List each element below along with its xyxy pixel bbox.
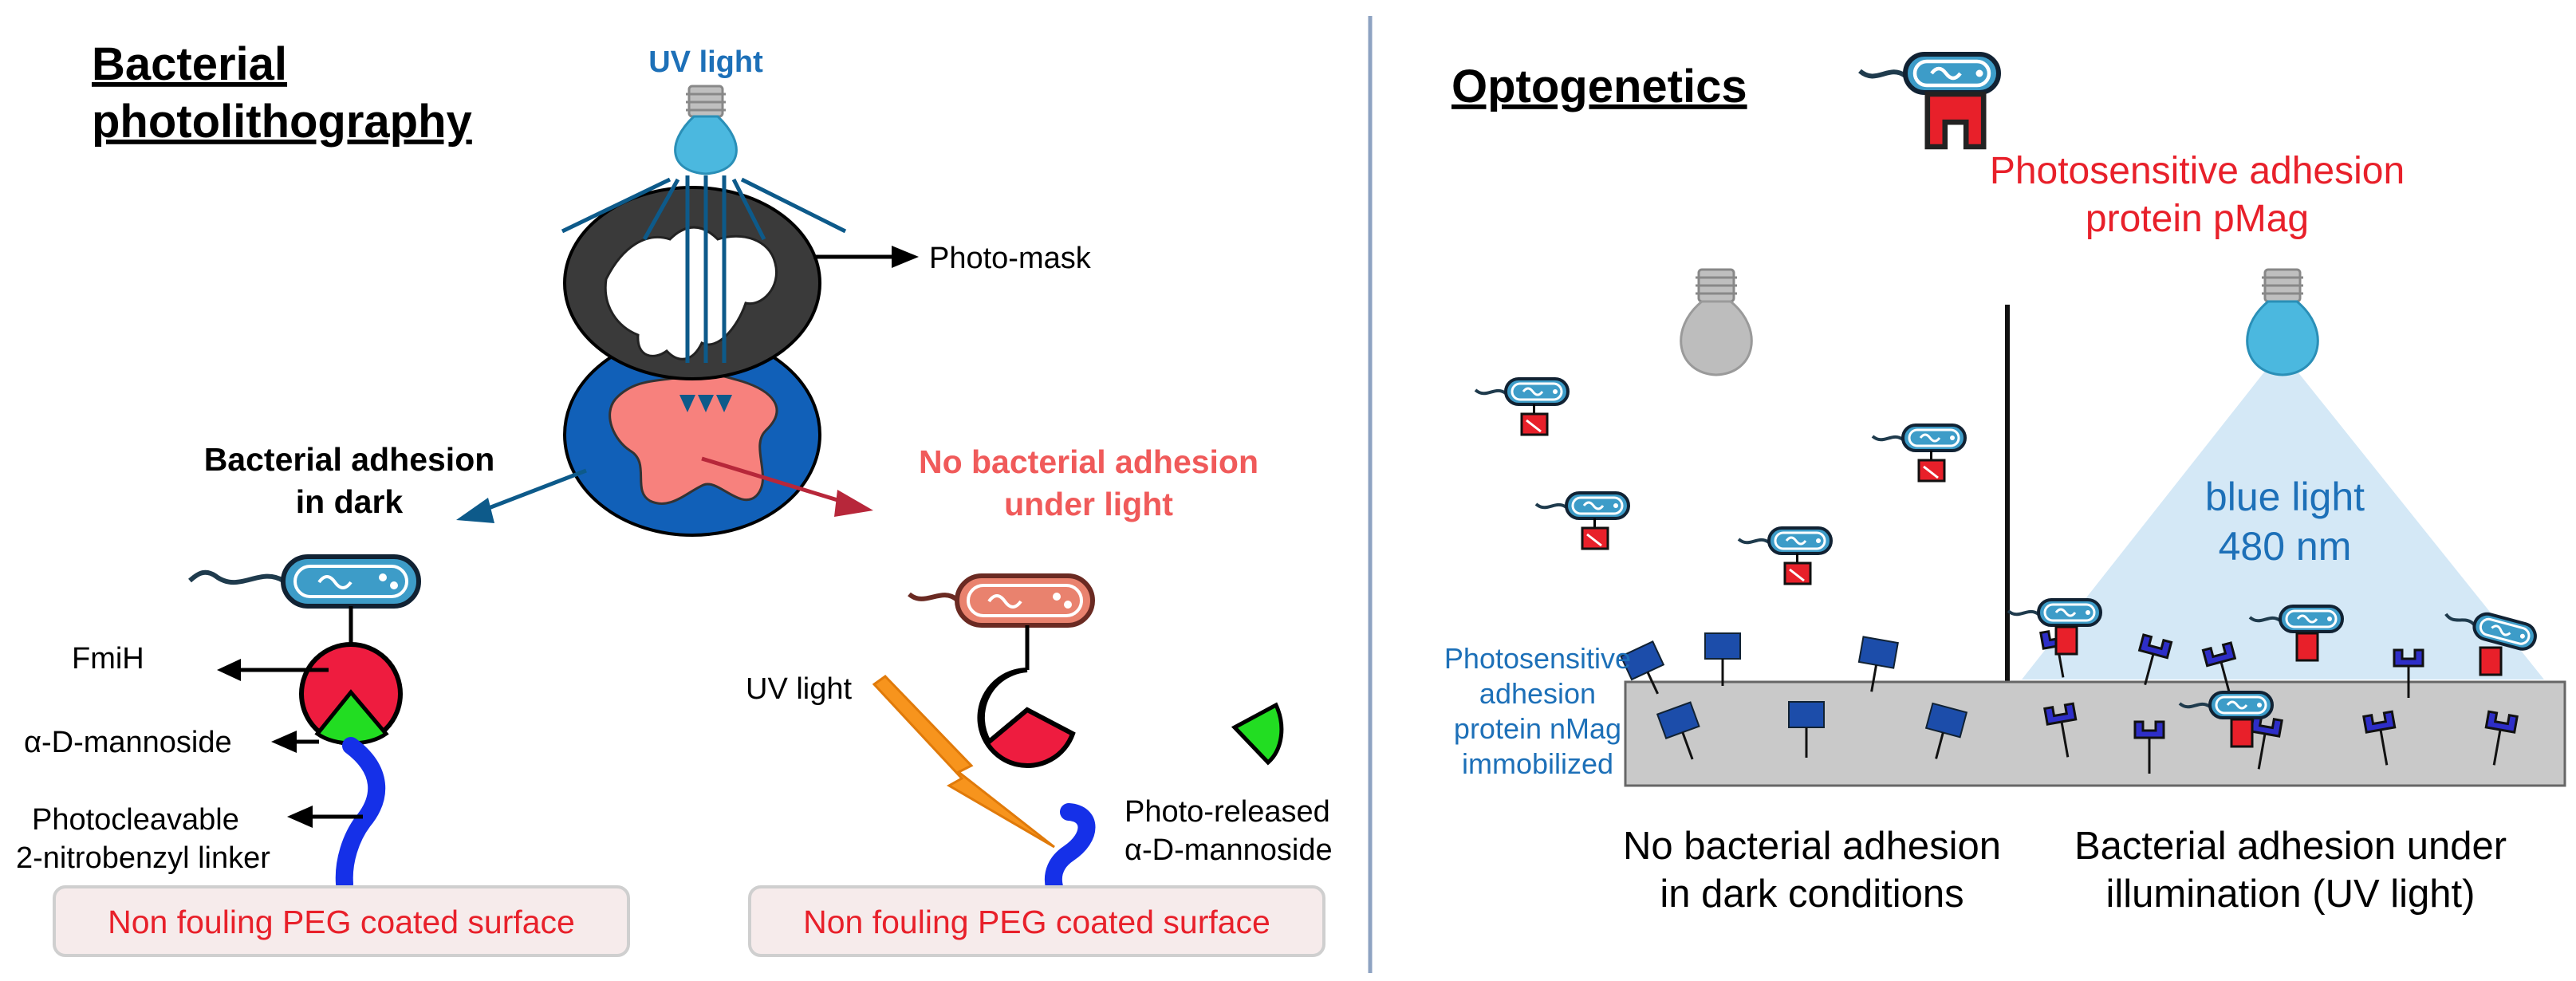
- dark-caption-line2: in dark conditions: [1660, 873, 1964, 916]
- nmag-line3: protein nMag: [1454, 712, 1621, 745]
- released-line2: α-D-mannoside: [1125, 833, 1333, 867]
- right-title: Optogenetics: [1451, 61, 1747, 112]
- released-line1: Photo-released: [1125, 795, 1330, 829]
- left-panel: Bacterial photolithography UV light: [16, 38, 1333, 957]
- dark-caption-line1: No bacterial adhesion: [1623, 825, 2001, 868]
- nmag-surface: [1624, 680, 2566, 787]
- blue-bulb-icon: [2246, 268, 2319, 376]
- light-caption-line2: illumination (UV light): [2106, 873, 2476, 916]
- pmag-line2: protein pMag: [2086, 198, 2309, 240]
- blue-light-line1: blue light: [2205, 475, 2365, 519]
- legend-pmag-icon: [1928, 94, 1983, 147]
- cleaved-linker: [1045, 803, 1096, 896]
- grey-bulb-icon: [1680, 268, 1753, 376]
- no-adhesion-line2: under light: [1004, 486, 1173, 522]
- blue-light-cone: [2022, 351, 2544, 680]
- left-title-line1: Bacterial: [92, 38, 287, 90]
- right-panel: Optogenetics Photosensitive adhesion pro…: [1444, 54, 2566, 916]
- floating-bacterium-4: [1871, 424, 1967, 483]
- fmih-label: FmiH: [72, 642, 144, 676]
- pmag-line1: Photosensitive adhesion: [1990, 150, 2405, 192]
- surface-label-right: Non fouling PEG coated surface: [803, 904, 1270, 940]
- fmih-empty-receptor: [977, 668, 1076, 768]
- nmag-line1: Photosensitive: [1444, 642, 1631, 675]
- photomask-diagram: [561, 175, 847, 537]
- adhesion-dark-line1: Bacterial adhesion: [204, 441, 495, 478]
- nmag-flag: [1619, 632, 1968, 760]
- bacterium-light: [908, 573, 1095, 670]
- floating-bacterium-3: [1737, 526, 1833, 585]
- surface-label-left: Non fouling PEG coated surface: [108, 904, 575, 940]
- left-title-line2: photolithography: [92, 96, 472, 148]
- mannoside-label: α-D-mannoside: [24, 726, 232, 759]
- adhesion-dark-line2: in dark: [296, 483, 404, 520]
- nmag-line2: adhesion: [1479, 677, 1596, 710]
- uv-bulb-icon: [674, 85, 738, 175]
- nmag-line4: immobilized: [1462, 747, 1613, 780]
- legend-bacterium: [1860, 54, 1999, 93]
- floating-bacterium-1: [1474, 377, 1570, 436]
- bacterium-dark: [188, 554, 421, 650]
- uv-light-side-label: UV light: [746, 672, 852, 706]
- light-caption-line1: Bacterial adhesion under: [2074, 825, 2507, 868]
- peg-surface-left: [53, 885, 630, 957]
- bound-bacterium: [2007, 598, 2540, 748]
- lightning-icon: [872, 675, 1055, 849]
- peg-surface-right: [748, 885, 1325, 957]
- fmih-receptor: [299, 642, 403, 746]
- released-mannoside-icon: [1231, 702, 1284, 766]
- floating-bacterium-2: [1534, 491, 1630, 550]
- photomask-label: Photo-mask: [929, 242, 1092, 275]
- linker-line2: 2-nitrobenzyl linker: [16, 841, 270, 875]
- blue-light-line2: 480 nm: [2219, 524, 2352, 569]
- nmag-receptor-icon: [2039, 626, 2519, 774]
- photocleavable-linker: [335, 737, 386, 892]
- no-adhesion-line1: No bacterial adhesion: [919, 443, 1258, 480]
- mask-opening: [604, 226, 778, 360]
- linker-line1: Photocleavable: [32, 803, 239, 837]
- uv-light-label: UV light: [648, 45, 763, 79]
